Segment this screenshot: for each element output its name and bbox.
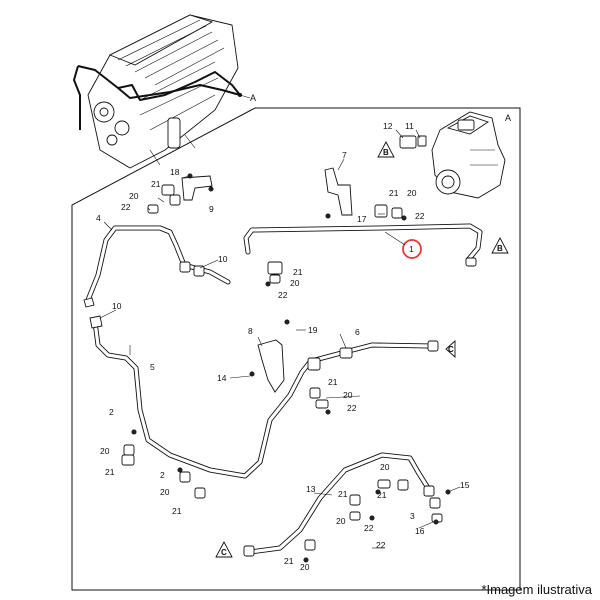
label-18: 18 — [170, 167, 180, 177]
label-22-h: 22 — [376, 540, 386, 550]
engine-ref-letter-a: A — [250, 93, 256, 103]
tube-13 — [247, 452, 431, 555]
label-21-h: 21 — [377, 490, 387, 500]
label-6: 6 — [355, 327, 360, 337]
label-12: 12 — [383, 121, 393, 131]
tube-1 — [243, 223, 483, 263]
label-20-e: 20 — [100, 446, 110, 456]
label-20-g: 20 — [336, 516, 346, 526]
label-10-a: 10 — [218, 254, 228, 264]
svg-text:B: B — [383, 148, 389, 157]
part-labels: 18 21 20 22 9 4 10 10 7 12 11 21 20 22 1… — [96, 121, 470, 572]
label-21-c: 21 — [293, 267, 303, 277]
label-16: 16 — [415, 526, 425, 536]
label-21-a: 21 — [151, 179, 161, 189]
label-21-e: 21 — [105, 467, 115, 477]
label-8: 8 — [248, 326, 253, 336]
label-20-d: 20 — [343, 390, 353, 400]
label-20-c: 20 — [290, 278, 300, 288]
ref-triangle-b-2: B — [491, 237, 509, 254]
ref-triangle-c-1: C — [445, 339, 456, 359]
svg-text:B: B — [497, 244, 503, 253]
label-14: 14 — [217, 373, 227, 383]
label-3: 3 — [410, 511, 415, 521]
tube-6 — [312, 342, 433, 363]
label-22-g: 22 — [364, 523, 374, 533]
label-20-a: 20 — [129, 191, 139, 201]
label-7: 7 — [342, 150, 347, 160]
label-20-b: 20 — [407, 188, 417, 198]
tube-5 — [92, 319, 313, 479]
label-13: 13 — [306, 484, 316, 494]
svg-text:1: 1 — [409, 244, 414, 254]
label-15: 15 — [460, 480, 470, 490]
highlight-part-1: 1 — [384, 231, 422, 259]
label-22-b: 22 — [415, 211, 425, 221]
label-21-d: 21 — [328, 377, 338, 387]
label-2-b: 2 — [160, 470, 165, 480]
label-20-h: 20 — [380, 462, 390, 472]
label-21-i: 21 — [284, 556, 294, 566]
diagram-frame — [71, 107, 521, 591]
label-21-f: 21 — [172, 506, 182, 516]
engine-illustration: A — [73, 14, 256, 169]
label-4: 4 — [96, 213, 101, 223]
svg-text:C: C — [221, 548, 227, 557]
fittings — [83, 167, 477, 563]
ref-triangle-c-2: C — [215, 541, 233, 558]
illustrative-image-caption: *Imagem ilustrativa — [481, 582, 592, 597]
label-11: 11 — [405, 121, 414, 131]
svg-text:C: C — [448, 345, 454, 354]
leader-lines — [99, 129, 461, 549]
air-compressor-illustration — [399, 111, 506, 199]
label-19: 19 — [308, 325, 318, 335]
tube-4 — [85, 225, 231, 303]
label-10-b: 10 — [112, 301, 122, 311]
label-20-f: 20 — [160, 487, 170, 497]
label-21-g: 21 — [338, 489, 348, 499]
label-22-c: 22 — [278, 290, 288, 300]
label-22-d: 22 — [347, 403, 357, 413]
frame-corner-letter-a: A — [505, 113, 511, 123]
ref-triangle-b-1: B — [377, 141, 395, 158]
label-21-b: 21 — [389, 188, 399, 198]
label-20-i: 20 — [300, 562, 310, 572]
label-2-a: 2 — [109, 407, 114, 417]
label-9: 9 — [209, 204, 214, 214]
label-5: 5 — [150, 362, 155, 372]
label-17: 17 — [357, 214, 367, 224]
label-22-a: 22 — [121, 202, 131, 212]
